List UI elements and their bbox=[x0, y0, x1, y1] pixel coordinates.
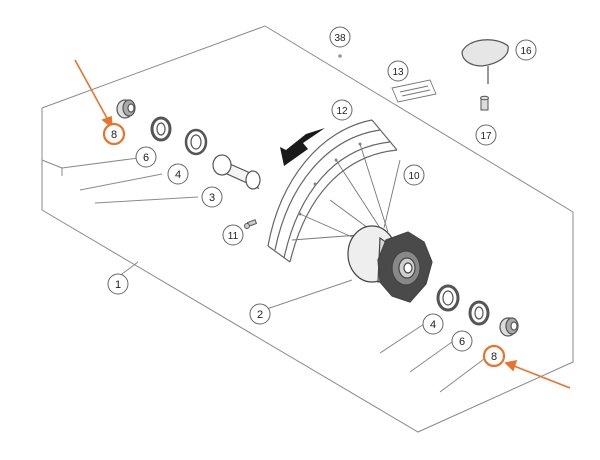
callout-circle bbox=[387, 60, 409, 82]
callout-number: 11 bbox=[228, 231, 239, 242]
bearing-part-top bbox=[184, 128, 208, 156]
callout-4: 4 bbox=[167, 163, 189, 185]
callout-1: 1 bbox=[107, 273, 129, 295]
nut-part-bottom bbox=[499, 317, 519, 337]
callout-8-highlighted: 8 bbox=[482, 344, 506, 368]
callout-number: 17 bbox=[480, 131, 492, 142]
callout-6: 6 bbox=[135, 146, 157, 168]
valve-cap-part bbox=[461, 39, 509, 84]
callout-circle bbox=[475, 124, 497, 146]
callout-10: 10 bbox=[403, 164, 425, 186]
callout-number: 8 bbox=[491, 351, 497, 363]
callout-number: 16 bbox=[520, 46, 532, 57]
callout-11: 11 bbox=[222, 224, 244, 246]
callout-number: 8 bbox=[111, 129, 117, 141]
callout-number: 38 bbox=[334, 33, 346, 44]
callout-6: 6 bbox=[451, 330, 473, 352]
rotation-arrow-icon bbox=[280, 128, 325, 166]
callout-3: 3 bbox=[201, 186, 223, 208]
bolt-part bbox=[244, 219, 258, 229]
callout-number: 6 bbox=[459, 336, 465, 348]
callout-circle bbox=[422, 313, 444, 335]
callout-circle bbox=[249, 303, 271, 325]
callout-number: 13 bbox=[392, 67, 404, 78]
callout-12: 12 bbox=[331, 99, 353, 121]
callout-circle bbox=[331, 99, 353, 121]
callout-circle bbox=[102, 122, 126, 146]
valve-part bbox=[480, 95, 489, 111]
hub-part bbox=[347, 225, 433, 303]
callout-8-highlighted: 8 bbox=[102, 122, 126, 146]
callout-number: 3 bbox=[209, 192, 215, 204]
callout-number: 1 bbox=[115, 279, 121, 291]
spacer-tube-part bbox=[212, 154, 261, 190]
seal-part-bottom bbox=[468, 300, 490, 326]
callout-circle bbox=[222, 224, 244, 246]
callout-2: 2 bbox=[249, 303, 271, 325]
callout-circle bbox=[482, 344, 506, 368]
callout-number: 2 bbox=[257, 309, 263, 321]
callout-circle bbox=[201, 186, 223, 208]
assembly-outline bbox=[41, 25, 574, 433]
highlight-arrow-bottom bbox=[504, 359, 571, 389]
callout-number: 4 bbox=[430, 319, 436, 331]
callout-number: 12 bbox=[336, 106, 348, 117]
callout-13: 13 bbox=[387, 60, 409, 82]
nut-part-top bbox=[116, 99, 136, 119]
callout-circle bbox=[167, 163, 189, 185]
callout-4: 4 bbox=[422, 313, 444, 335]
callout-circle bbox=[329, 26, 351, 48]
callout-17: 17 bbox=[475, 124, 497, 146]
callout-circle bbox=[135, 146, 157, 168]
callout-number: 4 bbox=[175, 169, 181, 181]
bearing-part-bottom bbox=[436, 284, 460, 312]
callout-circle bbox=[451, 330, 473, 352]
callout-number: 6 bbox=[143, 152, 149, 164]
callout-circle bbox=[515, 39, 537, 61]
callout-number: 10 bbox=[408, 171, 420, 182]
callout-circle bbox=[403, 164, 425, 186]
callout-circle bbox=[107, 273, 129, 295]
seal-part-top bbox=[150, 116, 172, 142]
callout-38: 38 bbox=[329, 26, 351, 48]
decal-part bbox=[391, 79, 437, 103]
callout-16: 16 bbox=[515, 39, 537, 61]
small-part-38 bbox=[338, 54, 342, 58]
